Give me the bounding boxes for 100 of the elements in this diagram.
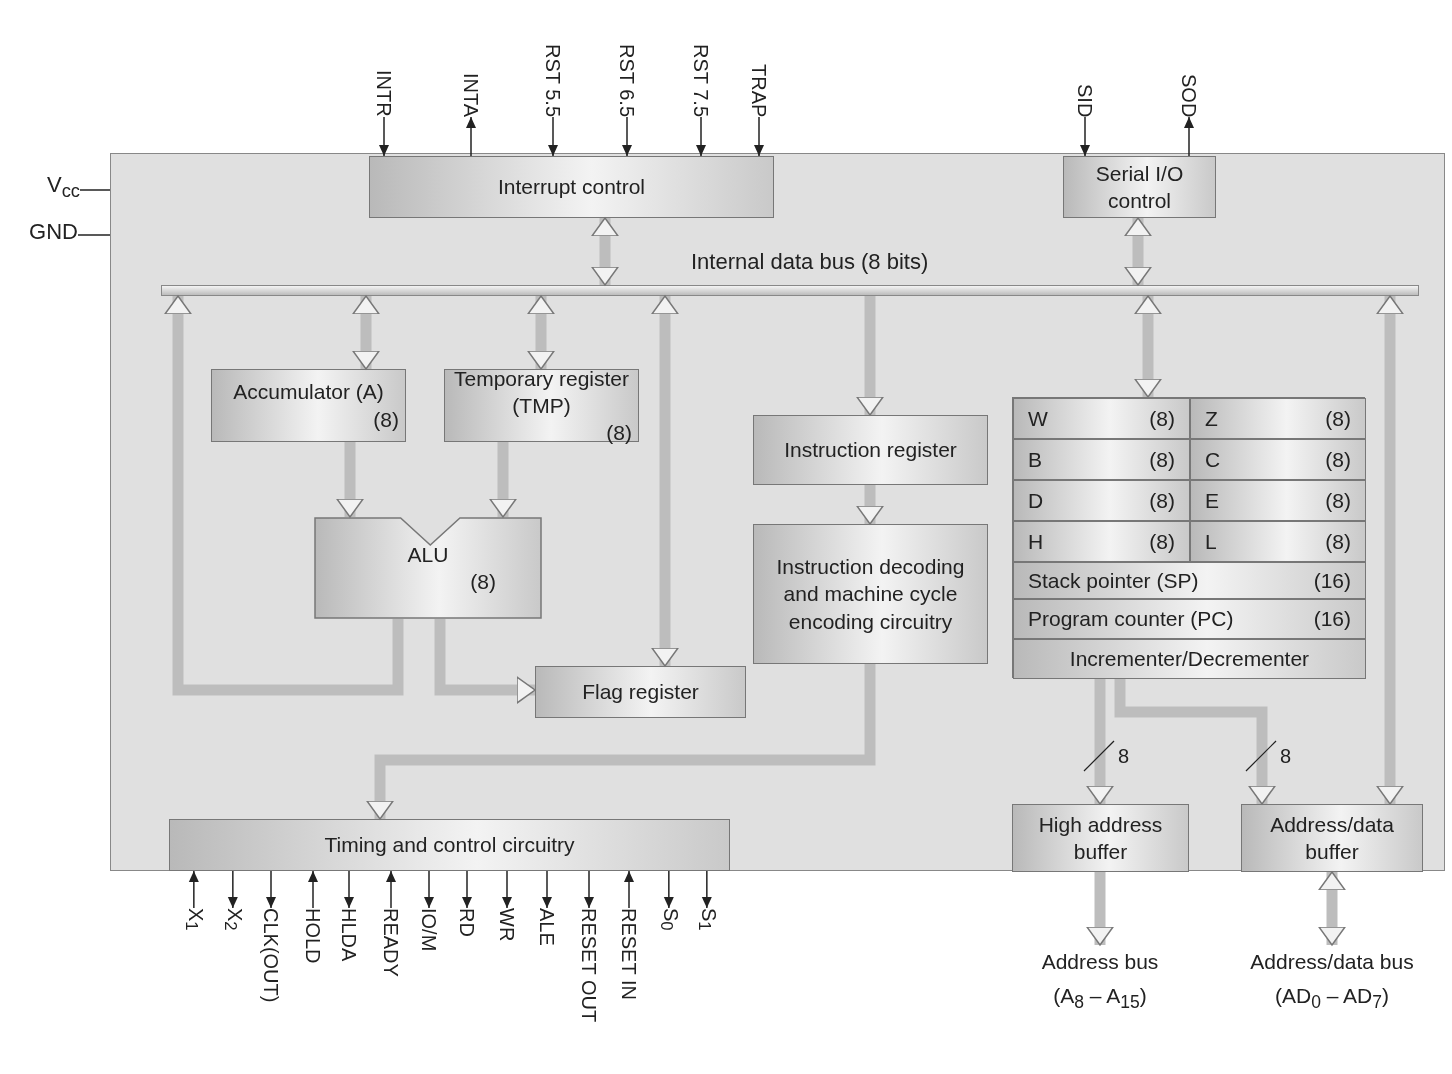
bus-label: Address/data bus <box>1250 949 1414 975</box>
decoder-block <box>753 524 988 664</box>
signal-arrow <box>622 116 632 157</box>
signal-arrow <box>1080 116 1090 157</box>
bus-arrow <box>856 485 884 525</box>
bit-width: (8) <box>606 420 632 447</box>
block-label: Interrupt control <box>497 174 646 201</box>
signal-arrow <box>308 870 318 909</box>
block-label: H <box>1028 528 1044 555</box>
pin-label: CLK(OUT) <box>261 908 281 1003</box>
bit-width: (8) <box>1325 405 1351 432</box>
bus-label: (A$_{8}$ – A$_{15}$) <box>1053 982 1147 1014</box>
block-label: ALU <box>407 541 449 568</box>
signal-arrow <box>696 116 706 157</box>
register-block <box>211 369 406 442</box>
bus-label: (AD$_{0}$ – AD$_{7}$) <box>1275 982 1389 1014</box>
block-label: W <box>1028 405 1048 432</box>
block-label: Temporary register (TMP) <box>452 365 631 419</box>
bus-arrow <box>591 217 619 286</box>
pin-label: INTR <box>374 70 394 117</box>
control-block <box>369 156 774 218</box>
block-label: Instruction register <box>784 437 957 464</box>
register-cell <box>1013 562 1366 599</box>
register-cell <box>1013 639 1366 679</box>
bit-width: (16) <box>1313 567 1351 594</box>
pin-label: RD <box>457 908 477 937</box>
register-cell <box>1190 439 1366 480</box>
signal-arrow <box>542 870 552 909</box>
bit-width: (8) <box>1325 528 1351 555</box>
pin-line <box>79 189 111 191</box>
pin-label: WR <box>497 908 517 942</box>
bus-arrow <box>352 295 380 370</box>
bit-width: (8) <box>1149 405 1175 432</box>
pin-label: SID <box>1075 83 1095 117</box>
block-label: High address buffer <box>1037 811 1164 865</box>
bus-arrow <box>366 664 876 820</box>
register-cell <box>1013 599 1366 639</box>
pin-label: ALE <box>537 908 557 946</box>
pin-label: RST 5.5 <box>543 44 563 117</box>
bit-width: (8) <box>1149 446 1175 473</box>
signal-arrow <box>424 870 434 909</box>
pin-label: TRAP <box>749 63 769 117</box>
block-label: B <box>1028 446 1042 473</box>
bit-width: (16) <box>1313 606 1351 633</box>
block-label: Serial I/O control <box>1094 160 1185 214</box>
bit-width: (8) <box>1149 487 1175 514</box>
bus-arrow <box>651 295 679 667</box>
bus-label: Address bus <box>1041 949 1159 975</box>
block-label: Z <box>1205 405 1218 432</box>
bus-arrow <box>527 295 555 370</box>
register-block <box>535 666 746 718</box>
bit-width: (8) <box>1149 528 1175 555</box>
chip-outline <box>110 153 1445 871</box>
register-cell <box>1190 480 1366 521</box>
register-block <box>753 415 988 485</box>
bus-arrow <box>1086 679 1114 805</box>
bus-arrow <box>489 442 517 518</box>
block-label: D <box>1028 487 1044 514</box>
buffer-block <box>1012 804 1189 872</box>
block-label: Address/data buffer <box>1269 811 1395 865</box>
pin-label: HOLD <box>303 908 323 964</box>
alu-block <box>314 517 542 619</box>
bit-width: (8) <box>1325 487 1351 514</box>
register-cell <box>1190 521 1366 562</box>
pin-line <box>77 234 111 236</box>
signal-arrow <box>379 116 389 157</box>
signal-arrow <box>188 870 199 909</box>
bus-arrow <box>1114 679 1276 805</box>
buffer-block <box>1241 804 1423 872</box>
signal-arrow <box>663 870 674 909</box>
bit-width: (8) <box>1325 446 1351 473</box>
bus-label: Internal data bus (8 bits) <box>691 251 929 273</box>
bus-arrow <box>1124 217 1152 286</box>
pin-label: RESET IN <box>619 908 639 1000</box>
block-label: Instruction decoding and machine cycle encoding circuitry <box>775 554 966 635</box>
block-label: Accumulator (A) <box>233 379 384 406</box>
pin-label: V$_{cc}$ <box>47 174 80 201</box>
register-array <box>1012 397 1365 678</box>
control-block <box>1063 156 1216 218</box>
block-label: Stack pointer (SP) <box>1028 567 1199 594</box>
block-label: C <box>1205 446 1221 473</box>
signal-arrow <box>466 116 476 157</box>
bus-arrow <box>336 442 364 518</box>
pin-label: RESET OUT <box>579 908 599 1023</box>
signal-arrow <box>1184 116 1194 157</box>
signal-arrow <box>227 870 238 909</box>
signal-arrow <box>266 870 276 909</box>
pin-label: RST 6.5 <box>617 44 637 117</box>
block-label: Timing and control circuitry <box>324 832 575 859</box>
signal-arrow <box>386 870 396 909</box>
signal-arrow <box>624 870 634 909</box>
register-cell <box>1013 521 1190 562</box>
signal-arrow <box>502 870 512 909</box>
block-label: Program counter (PC) <box>1028 606 1234 633</box>
signal-arrow <box>462 870 472 909</box>
bus-arrow <box>1134 295 1162 398</box>
register-cell <box>1013 398 1190 439</box>
signal-arrow <box>548 116 558 157</box>
bus-arrow <box>164 295 404 696</box>
bit-width: (8) <box>373 406 399 433</box>
